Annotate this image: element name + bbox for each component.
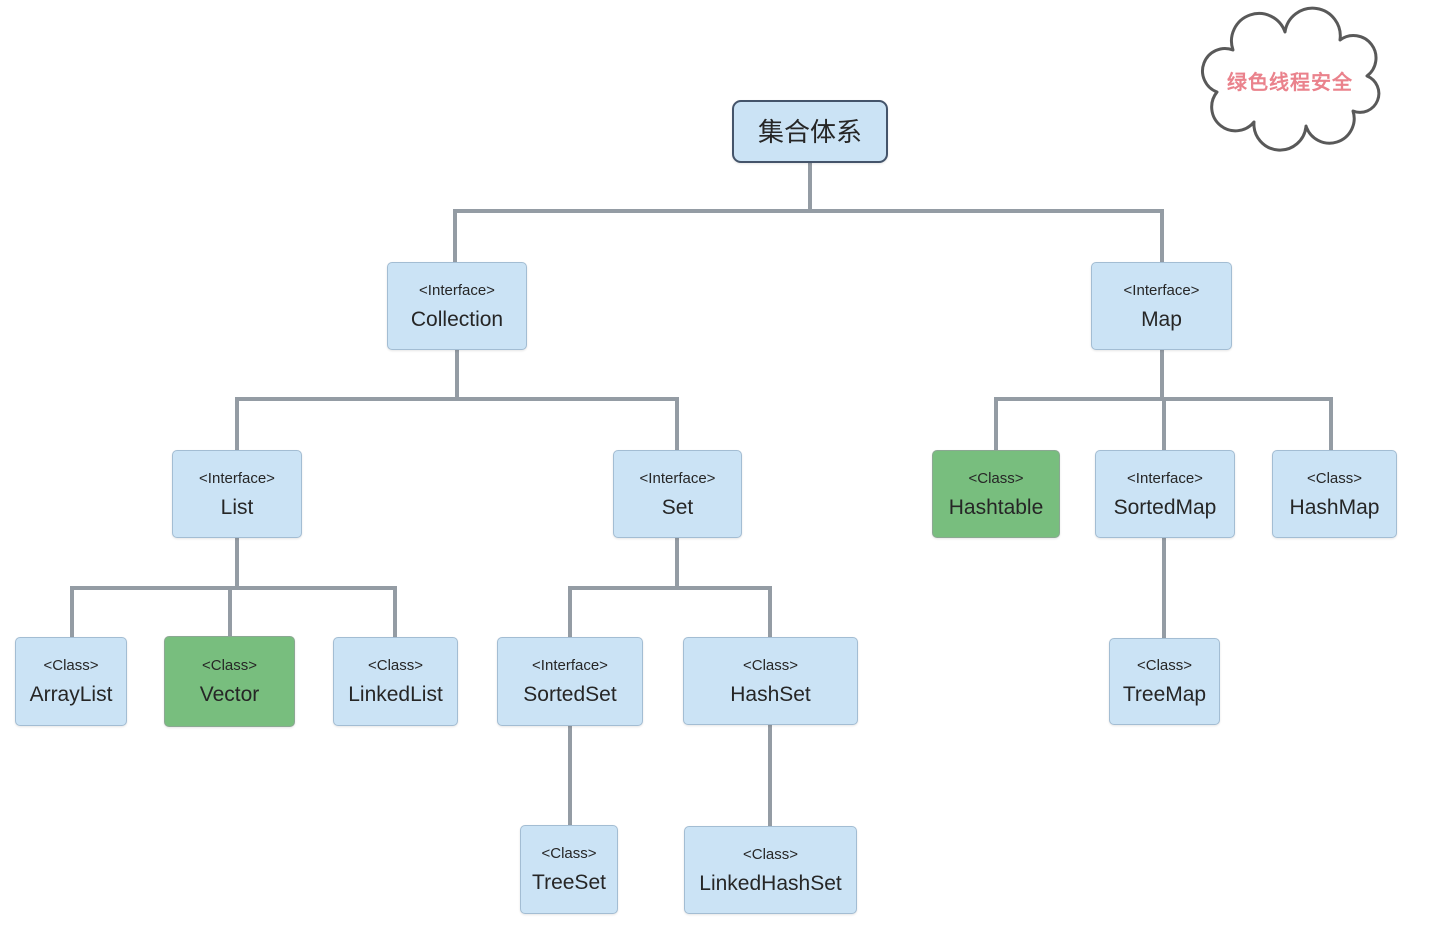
connector-line — [1162, 397, 1166, 450]
connector-line — [568, 726, 572, 825]
node-name: Map — [1141, 307, 1182, 331]
node-collection: <Interface> Collection — [387, 262, 527, 350]
node-name: LinkedList — [348, 683, 443, 706]
node-set: <Interface> Set — [613, 450, 742, 538]
node-vector: <Class> Vector — [164, 636, 295, 727]
node-name: LinkedHashSet — [699, 871, 842, 895]
node-name: SortedMap — [1113, 495, 1217, 519]
connector-line — [675, 538, 679, 590]
node-stereotype: <Interface> — [1127, 469, 1203, 487]
node-name: TreeSet — [532, 871, 606, 894]
connector-line — [235, 397, 239, 450]
node-stereotype: <Class> — [1306, 469, 1363, 487]
node-stereotype: <Class> — [742, 656, 799, 674]
node-stereotype: <Interface> — [419, 281, 495, 299]
connector-line — [393, 586, 397, 637]
node-name: List — [220, 495, 254, 519]
connector-line — [994, 397, 998, 450]
connector-line — [228, 586, 232, 636]
connector-line — [453, 209, 1164, 213]
node-stereotype: <Class> — [1136, 657, 1193, 674]
connector-line — [808, 163, 812, 211]
node-list: <Interface> List — [172, 450, 302, 538]
node-stereotype: <Class> — [201, 657, 258, 674]
connector-line — [455, 350, 459, 401]
node-name: 集合体系 — [757, 116, 862, 147]
node-name: Set — [661, 495, 694, 519]
connector-line — [1329, 397, 1333, 450]
node-linkedlist: <Class> LinkedList — [333, 637, 458, 726]
connector-line — [235, 397, 679, 401]
node-sortedmap: <Interface> SortedMap — [1095, 450, 1235, 538]
connector-line — [235, 538, 239, 590]
connector-line — [1160, 350, 1164, 401]
node-stereotype: <Class> — [742, 845, 799, 863]
connector-line — [768, 586, 772, 637]
node-stereotype: <Class> — [968, 469, 1024, 487]
node-treeset: <Class> TreeSet — [520, 825, 618, 914]
connector-line — [568, 586, 572, 637]
node-name: Collection — [410, 307, 504, 331]
node-name: SortedSet — [523, 683, 617, 706]
node-hashmap: <Class> HashMap — [1272, 450, 1397, 538]
connector-line — [568, 586, 772, 590]
connector-line — [768, 725, 772, 826]
node-map: <Interface> Map — [1091, 262, 1232, 350]
node-treemap: <Class> TreeMap — [1109, 638, 1220, 725]
node-hashtable: <Class> Hashtable — [932, 450, 1060, 538]
node-hashset: <Class> HashSet — [683, 637, 858, 725]
node-arraylist: <Class> ArrayList — [15, 637, 127, 726]
connector-line — [675, 397, 679, 450]
node-collection-system: 集合体系 — [732, 100, 888, 163]
thread-safe-cloud: 绿色线程安全 — [1185, 4, 1395, 154]
node-name: Hashtable — [948, 495, 1044, 519]
cloud-label: 绿色线程安全 — [1227, 72, 1353, 94]
node-stereotype: <Interface> — [199, 469, 275, 487]
connector-line — [453, 209, 457, 262]
node-sortedset: <Interface> SortedSet — [497, 637, 643, 726]
node-name: TreeMap — [1122, 683, 1207, 706]
node-stereotype: <Class> — [43, 657, 99, 674]
node-name: HashSet — [730, 682, 811, 706]
node-stereotype: <Interface> — [1123, 281, 1200, 299]
node-stereotype: <Interface> — [532, 657, 608, 674]
connector-line — [1160, 209, 1164, 262]
node-stereotype: <Interface> — [639, 469, 716, 487]
cloud-icon — [1201, 6, 1381, 152]
node-name: ArrayList — [29, 683, 113, 706]
node-name: HashMap — [1289, 495, 1380, 519]
connector-line — [70, 586, 74, 637]
connector-line — [1162, 538, 1166, 638]
connector-line — [70, 586, 397, 590]
node-linkedhashset: <Class> LinkedHashSet — [684, 826, 857, 914]
node-stereotype: <Class> — [367, 657, 424, 674]
node-name: Vector — [199, 683, 260, 706]
node-stereotype: <Class> — [541, 845, 597, 862]
